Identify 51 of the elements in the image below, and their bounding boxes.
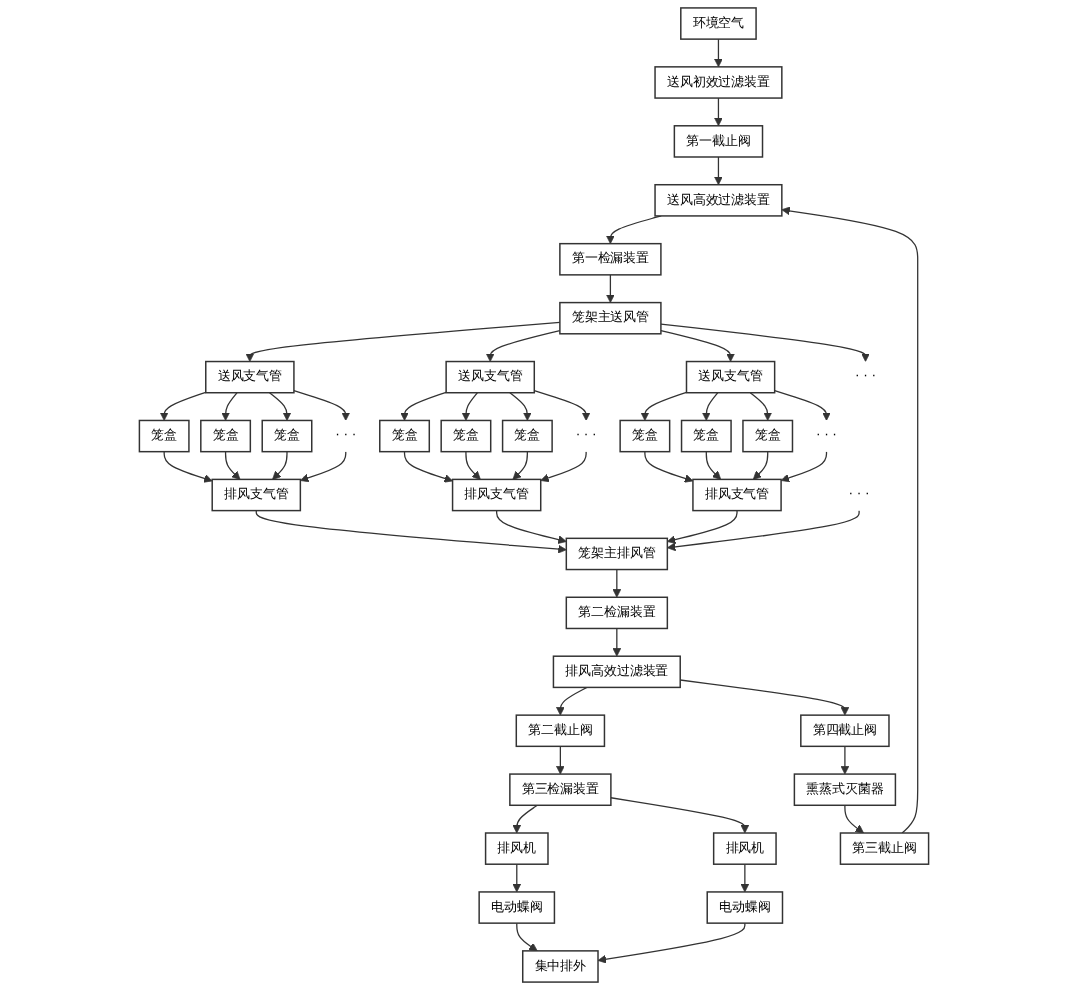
arrow xyxy=(660,323,870,362)
arrow xyxy=(679,679,850,716)
arrow xyxy=(666,509,860,552)
arrow xyxy=(293,390,351,421)
arrow xyxy=(540,451,587,483)
arrow xyxy=(781,206,919,834)
arrow xyxy=(403,451,453,483)
arrow xyxy=(159,391,207,421)
arrow xyxy=(606,215,662,245)
arrow xyxy=(556,686,588,716)
arrow xyxy=(516,922,538,952)
arrow xyxy=(597,922,746,964)
arrow xyxy=(461,392,478,421)
arrow xyxy=(465,451,481,480)
arrow xyxy=(610,797,750,834)
arrow xyxy=(245,321,561,362)
arrow xyxy=(485,329,561,362)
arrow xyxy=(714,97,723,127)
arrow xyxy=(701,392,719,421)
arrow xyxy=(606,274,615,303)
arrow xyxy=(512,804,538,834)
arrow xyxy=(400,391,447,421)
arrow xyxy=(612,627,622,657)
arrow xyxy=(844,804,864,834)
arrow xyxy=(640,391,688,421)
arrow xyxy=(299,451,347,483)
arrow xyxy=(512,451,528,480)
arrow xyxy=(533,390,591,421)
arrow xyxy=(774,390,831,421)
arrow xyxy=(255,509,567,554)
arrow xyxy=(272,451,288,480)
arrow xyxy=(752,451,769,480)
arrow xyxy=(163,451,213,483)
arrow xyxy=(714,38,723,68)
arrow xyxy=(644,451,694,483)
arrow xyxy=(496,509,567,544)
arrow xyxy=(840,745,850,775)
arrow xyxy=(660,329,735,362)
arrow xyxy=(780,451,828,483)
arrow xyxy=(612,568,622,598)
arrow xyxy=(556,745,565,775)
arrow xyxy=(268,392,292,421)
arrow xyxy=(509,392,532,421)
arrow xyxy=(224,451,241,480)
arrow xyxy=(666,509,738,544)
arrow xyxy=(740,863,750,893)
arrow xyxy=(705,451,722,480)
arrow xyxy=(512,863,522,893)
arrow xyxy=(714,156,723,186)
arrow xyxy=(221,392,238,421)
arrow xyxy=(749,392,773,421)
